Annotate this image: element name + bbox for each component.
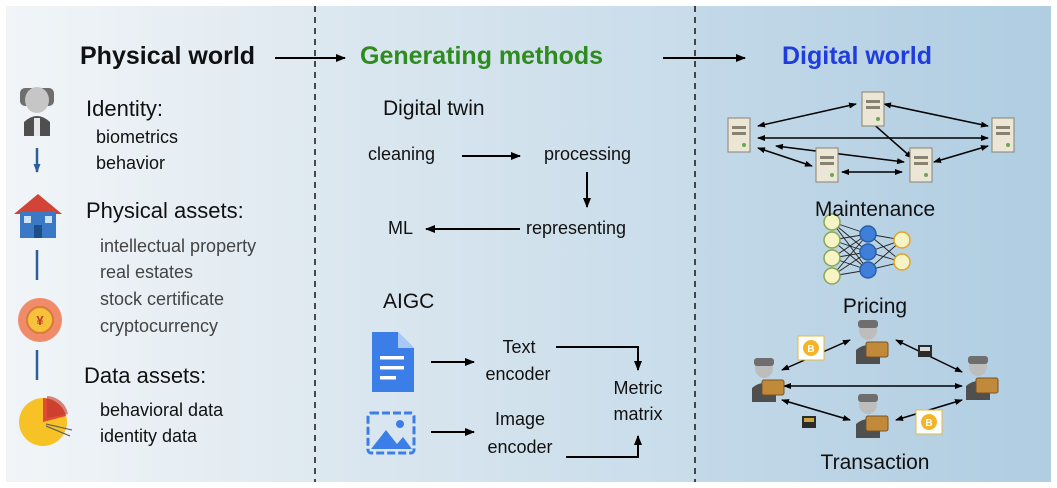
digital-twin-title: Digital twin xyxy=(383,97,485,120)
digital-world-header: Digital world xyxy=(782,42,932,70)
text-encoder-line1: Text xyxy=(502,337,536,357)
wallet-person-icon xyxy=(966,356,999,400)
pricing-label: Pricing xyxy=(842,295,908,318)
metric-matrix-line1: Metric xyxy=(613,378,663,398)
server-network-links xyxy=(757,102,989,175)
maintenance-label: Maintenance xyxy=(814,198,936,221)
server-icon xyxy=(991,117,1015,153)
svg-text:B: B xyxy=(807,344,814,355)
server-icon xyxy=(815,147,839,183)
arrow-textencoder-metric xyxy=(556,346,642,371)
house-icon xyxy=(14,194,62,238)
yuan-coin-icon: ¥ xyxy=(18,298,62,342)
step-cleaning: cleaning xyxy=(368,144,436,164)
image-encoder-line2: encoder xyxy=(487,437,553,457)
bitcoin-icon: B xyxy=(797,335,825,361)
generating-panel xyxy=(315,6,695,482)
transaction-label: Transaction xyxy=(820,451,930,474)
neural-network-icon xyxy=(823,213,911,285)
person-icon xyxy=(20,87,54,136)
data-asset-item: behavioral data xyxy=(100,400,224,420)
token-icon xyxy=(918,345,932,357)
pie-chart-icon xyxy=(19,396,73,446)
bitcoin-icon: B xyxy=(915,409,943,435)
svg-text:¥: ¥ xyxy=(36,313,44,328)
server-icon xyxy=(909,147,933,183)
physical-asset-item: stock certificate xyxy=(100,289,225,309)
token-icon xyxy=(802,416,816,428)
wallet-person-icon xyxy=(856,394,889,438)
physical-assets-title: Physical assets: xyxy=(86,198,244,223)
data-asset-item: identity data xyxy=(100,426,198,446)
server-icon xyxy=(727,117,751,153)
step-processing: processing xyxy=(544,144,632,164)
aigc-title: AIGC xyxy=(383,290,435,313)
svg-text:B: B xyxy=(925,418,932,429)
step-ml: ML xyxy=(388,218,414,238)
identity-title: Identity: xyxy=(86,96,164,121)
image-encoder-line1: Image xyxy=(494,409,546,429)
step-representing: representing xyxy=(526,218,627,238)
physical-world-header: Physical world xyxy=(80,42,256,70)
text-encoder-line2: encoder xyxy=(485,364,551,384)
server-icon xyxy=(861,91,885,127)
arrow-imageencoder-metric xyxy=(566,435,642,458)
metric-matrix-line2: matrix xyxy=(613,404,663,424)
identity-item: behavior xyxy=(96,153,166,173)
document-icon xyxy=(372,332,414,392)
generating-methods-header: Generating methods xyxy=(360,42,604,70)
image-icon xyxy=(366,411,416,455)
wallet-person-icon xyxy=(752,358,785,402)
data-assets-title: Data assets: xyxy=(84,363,207,388)
physical-asset-item: cryptocurrency xyxy=(100,316,219,336)
wallet-person-icon xyxy=(856,320,889,364)
physical-asset-item: real estates xyxy=(100,262,194,282)
physical-asset-item: intellectual property xyxy=(100,236,257,256)
identity-item: biometrics xyxy=(96,127,179,147)
